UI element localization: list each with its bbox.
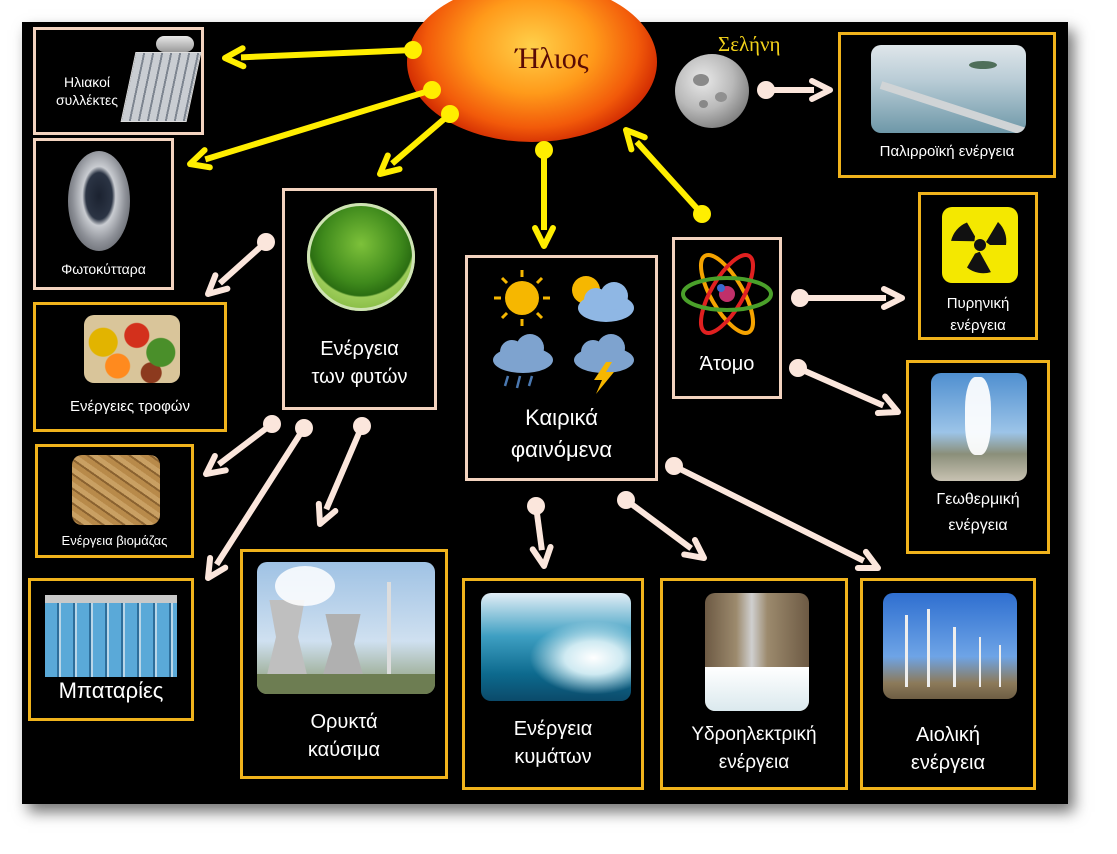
biomass-pellets-image [72, 455, 160, 525]
tidal-plant-image [871, 45, 1026, 133]
atom-icon [681, 253, 773, 335]
weather-box: Καιρικά φαινόμενα [465, 255, 658, 481]
batteries-image [45, 595, 177, 677]
moon-icon [675, 54, 749, 128]
weather-sun-icon [494, 270, 550, 326]
hydro-box: Υδροηλεκτρική ενέργεια [660, 578, 848, 790]
arrow-plant-to-batteries [205, 419, 313, 581]
wave-box: Ενέργεια κυμάτων [462, 578, 644, 790]
weather-cloud-sun-icon [572, 276, 634, 322]
arrow-weather-to-wave [527, 497, 554, 569]
sun-label: Ήλιος [515, 42, 589, 75]
fossil-fuels-label: Ορυκτά καύσιμα [307, 711, 381, 761]
arrow-sun-to-photocells [187, 81, 441, 171]
tree-icon [307, 203, 415, 311]
wind-box: Αιολική ενέργεια [860, 578, 1036, 790]
solar-collectors-label: Ηλιακοί συλλέκτες [55, 74, 119, 108]
arrow-moon-to-tidal [757, 78, 833, 102]
arrows-layer [187, 41, 905, 581]
arrow-atom-to-sun [623, 127, 711, 223]
food-image [84, 315, 180, 383]
wind-label: Αιολική ενέργεια [910, 724, 986, 774]
arrow-plant-to-fossil-fuels [315, 417, 371, 527]
arrow-weather-to-hydro [617, 491, 707, 561]
hydro-label: Υδροηλεκτρική ενέργεια [691, 724, 817, 773]
fossil-fuels-box: Ορυκτά καύσιμα [240, 549, 448, 779]
nuclear-box: Πυρηνική ενέργεια [918, 192, 1038, 340]
radiation-icon [942, 207, 1018, 283]
plant-energy-box: Ενέργεια των φυτών [282, 188, 437, 410]
solar-collectors-box: Ηλιακοί συλλέκτες [33, 27, 204, 135]
geothermal-label: Γεωθερμική ενέργεια [936, 491, 1020, 534]
moon-label: Σελήνη [718, 32, 781, 56]
tidal-box: Παλιρροϊκή ενέργεια [838, 32, 1056, 178]
photocells-label: Φωτοκύτταρα [61, 261, 146, 277]
photocells-box: Φωτοκύτταρα [33, 138, 174, 290]
arrow-weather-to-wind [665, 457, 881, 571]
arrow-sun-to-solar-collectors [222, 41, 422, 70]
batteries-box: Μπαταρίες [28, 578, 194, 721]
atom-label: Άτομο [699, 353, 755, 375]
solar-panel-icon [120, 36, 202, 124]
dam-image [705, 593, 809, 711]
arrow-sun-to-weather [532, 141, 556, 249]
arrow-atom-to-geothermal [789, 359, 901, 416]
weather-rain-icon [493, 334, 553, 389]
atom-box: Άτομο [672, 237, 782, 399]
arrow-atom-to-nuclear [791, 286, 905, 310]
wave-image [481, 593, 631, 701]
diagram-canvas: Ήλιος Σελήνη Ηλιακοί συλλέκτες Φωτοκύττα… [22, 0, 1068, 804]
biomass-box: Ενέργεια βιομάζας [35, 444, 194, 558]
geyser-image [931, 373, 1027, 481]
weather-label: Καιρικά φαινόμενα [510, 405, 613, 462]
power-plant-image [257, 562, 435, 694]
wave-label: Ενέργεια κυμάτων [513, 718, 593, 768]
plant-energy-label: Ενέργεια των φυτών [311, 338, 408, 388]
tidal-label: Παλιρροϊκή ενέργεια [879, 143, 1015, 160]
weather-storm-icon [574, 334, 634, 394]
food-energy-label: Ενέργειες τροφών [69, 398, 191, 415]
arrow-plant-to-food [205, 233, 275, 297]
arrow-sun-to-plant-energy [377, 105, 459, 177]
nuclear-label: Πυρηνική ενέργεια [946, 295, 1010, 334]
food-energy-box: Ενέργειες τροφών [33, 302, 227, 432]
biomass-label: Ενέργεια βιομάζας [61, 533, 168, 548]
batteries-label: Μπαταρίες [58, 678, 164, 703]
geothermal-box: Γεωθερμική ενέργεια [906, 360, 1050, 554]
arrow-plant-to-biomass [203, 415, 281, 477]
wind-turbines-image [883, 593, 1017, 699]
photocell-icon [68, 151, 130, 251]
